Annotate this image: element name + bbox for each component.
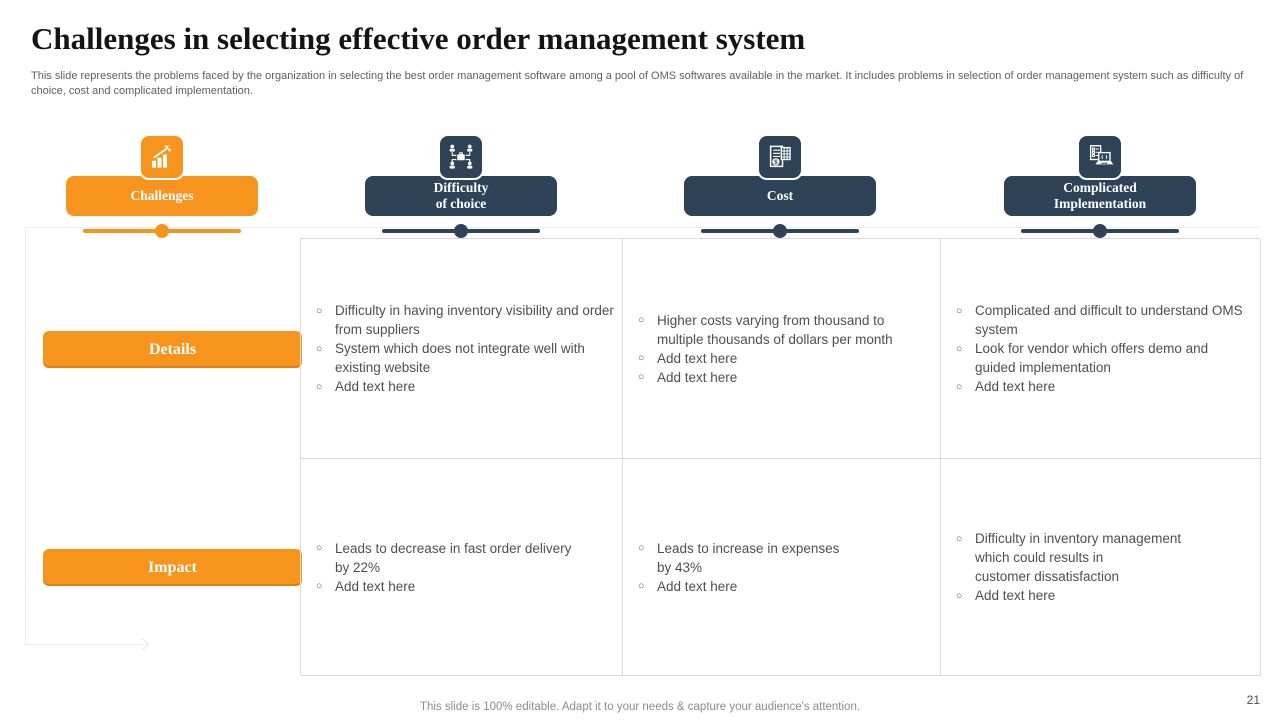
details-row-label[interactable]: Details (43, 331, 302, 368)
cost-slider[interactable] (701, 224, 859, 238)
slider-handle[interactable] (454, 224, 468, 238)
invoice-calculator-icon: $ (757, 134, 803, 180)
bullet-item: Look for vendor which offers demo and gu… (953, 339, 1252, 377)
bullet-list: Difficulty in inventory management which… (941, 529, 1189, 606)
difficulty-of-choice-button[interactable]: Difficulty of choice (365, 176, 557, 216)
bullet-list: Difficulty in having inventory visibilit… (301, 301, 622, 397)
laptop-server-icon (1077, 134, 1123, 180)
bullet-item: Add text here (953, 586, 1181, 606)
bullet-item: Add text here (635, 349, 932, 368)
impact-row-label[interactable]: Impact (43, 549, 302, 586)
challenges-button[interactable]: Challenges (66, 176, 258, 216)
footer-note: This slide is 100% editable. Adapt it to… (419, 701, 861, 713)
cost-button[interactable]: Cost (684, 176, 876, 216)
bullet-item: Higher costs varying from thousand to mu… (635, 311, 932, 349)
slider-handle[interactable] (155, 224, 169, 238)
bullet-item: Leads to increase in expenses by 43% (635, 539, 839, 577)
bullet-list: Higher costs varying from thousand to mu… (623, 311, 940, 387)
page-title: Challenges in selecting effective order … (31, 21, 806, 56)
page-number: 21 (1246, 693, 1260, 707)
bullet-list: Leads to increase in expenses by 43% Add… (623, 539, 847, 596)
bullet-item: Add text here (635, 577, 839, 596)
svg-text:$: $ (774, 160, 778, 166)
bullet-item: Leads to decrease in fast order delivery… (313, 539, 571, 577)
bullet-item: Complicated and difficult to understand … (953, 301, 1252, 339)
left-guide-line (25, 228, 26, 645)
details-implementation-cell: Complicated and difficult to understand … (941, 239, 1261, 459)
slider-handle[interactable] (773, 224, 787, 238)
bullet-item: Add text here (313, 377, 614, 397)
flow-arrow-head-icon (136, 638, 149, 651)
bullet-item: Difficulty in inventory management which… (953, 529, 1181, 586)
implementation-slider[interactable] (1021, 224, 1179, 238)
slide-description: This slide represents the problems faced… (31, 70, 1244, 97)
impact-cost-cell: Leads to increase in expenses by 43% Add… (623, 459, 941, 676)
flow-arrow (25, 644, 145, 645)
impact-implementation-cell: Difficulty in inventory management which… (941, 459, 1261, 676)
slider-handle[interactable] (1093, 224, 1107, 238)
impact-difficulty-cell: Leads to decrease in fast order delivery… (301, 459, 623, 676)
bullet-item: Difficulty in having inventory visibilit… (313, 301, 614, 339)
bullet-item: Add text here (635, 368, 932, 387)
challenges-slider[interactable] (83, 224, 241, 238)
org-network-icon (438, 134, 484, 180)
details-difficulty-cell: Difficulty in having inventory visibilit… (301, 239, 623, 459)
complicated-implementation-button[interactable]: Complicated Implementation (1004, 176, 1196, 216)
bullet-list: Leads to decrease in fast order delivery… (301, 539, 579, 596)
content-table: Difficulty in having inventory visibilit… (300, 238, 1261, 676)
bullet-list: Complicated and difficult to understand … (941, 301, 1260, 397)
horizontal-divider (25, 227, 1260, 228)
bullet-item: Add text here (313, 577, 571, 596)
bullet-item: Add text here (953, 377, 1252, 397)
bullet-item: System which does not integrate well wit… (313, 339, 614, 377)
bar-chart-growth-icon (139, 134, 185, 180)
details-cost-cell: Higher costs varying from thousand to mu… (623, 239, 941, 459)
difficulty-slider[interactable] (382, 224, 540, 238)
